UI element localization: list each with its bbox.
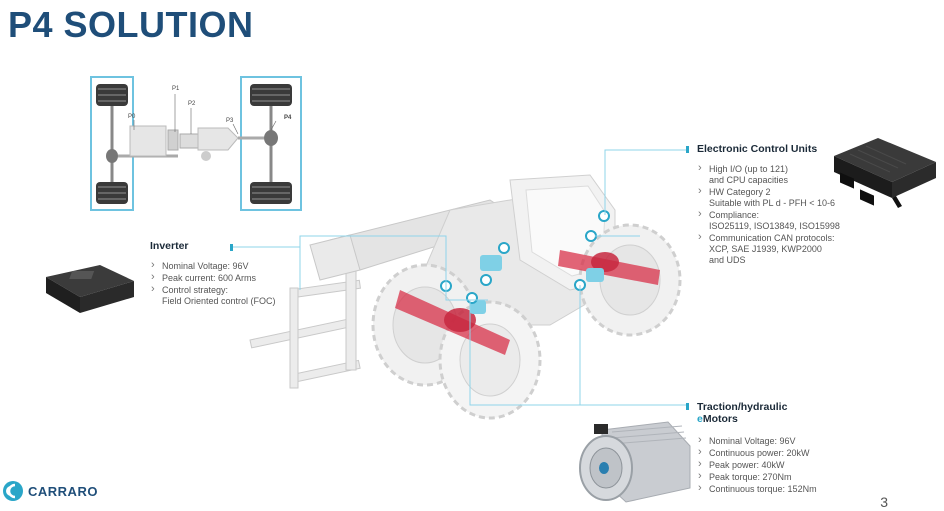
motors-heading-line1: Traction/hydraulic — [697, 401, 788, 413]
carraro-logo: CARRARO — [2, 480, 98, 502]
inverter-bullet: Nominal Voltage: 96V — [150, 260, 290, 272]
ecu-section: Electronic Control Units High I/O (up to… — [697, 143, 847, 267]
ecu-device-image — [834, 138, 936, 208]
ecu-bullet: High I/O (up to 121)and CPU capacities — [697, 163, 847, 186]
rear-left-wheel — [250, 84, 292, 106]
ecu-bullet: Compliance:ISO25119, ISO13849, ISO15998 — [697, 209, 847, 232]
carraro-logo-text: CARRARO — [28, 483, 98, 499]
ecu-heading: Electronic Control Units — [697, 143, 818, 155]
motors-bullet: Peak power: 40kW — [697, 459, 847, 471]
label-p4: P4 — [284, 115, 292, 121]
emotor-device-image — [579, 421, 691, 503]
inverter-bullet: Control strategy:Field Oriented control … — [150, 284, 290, 307]
inverter-bullets: Nominal Voltage: 96V Peak current: 600 A… — [150, 260, 290, 307]
motors-heading-line2: eMotors — [697, 413, 738, 425]
telehandler-illustration — [249, 174, 682, 420]
ecu-bullet: Communication CAN protocols:XCP, SAE J19… — [697, 232, 847, 266]
label-p0: P0 — [128, 114, 136, 120]
page-title: P4 SOLUTION — [8, 4, 254, 45]
carraro-logo-icon — [3, 481, 23, 501]
drivetrain-diagram: P0 P1 P2 P3 P4 — [90, 76, 302, 211]
ecu-bullets: High I/O (up to 121)and CPU capacities H… — [697, 163, 847, 266]
emotor-1 — [480, 255, 502, 271]
motors-bullet: Continuous torque: 152Nm — [697, 483, 847, 495]
inverter-section: Inverter Nominal Voltage: 96V Peak curre… — [150, 240, 290, 308]
label-p3: P3 — [226, 118, 234, 124]
rear-axle — [558, 250, 660, 285]
motors-bullet: Nominal Voltage: 96V — [697, 435, 847, 447]
label-p1: P1 — [172, 86, 180, 92]
motors-section: Traction/hydraulic eMotors Nominal Volta… — [697, 401, 847, 496]
label-p2: P2 — [188, 101, 196, 107]
inverter-heading: Inverter — [150, 240, 189, 252]
front-right-wheel — [96, 182, 128, 204]
front-axle — [395, 290, 510, 355]
inverter-bullet: Peak current: 600 Arms — [150, 272, 290, 284]
emotor-3 — [586, 268, 604, 282]
motors-bullets: Nominal Voltage: 96V Continuous power: 2… — [697, 435, 847, 495]
motors-bullet: Peak torque: 270Nm — [697, 471, 847, 483]
front-left-wheel — [96, 84, 128, 106]
rear-right-wheel — [250, 182, 292, 204]
inverter-device-image — [46, 265, 134, 313]
page-number: 3 — [880, 494, 888, 510]
motors-bullet: Continuous power: 20kW — [697, 447, 847, 459]
